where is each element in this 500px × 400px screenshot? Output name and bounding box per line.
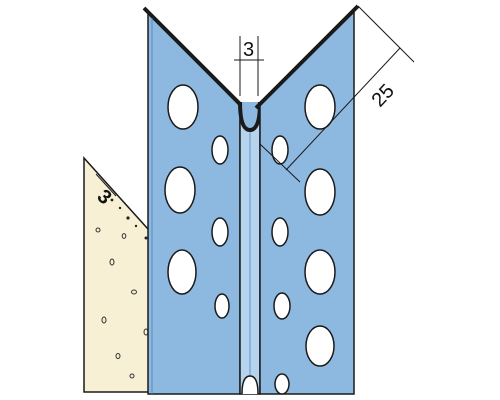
hole [167, 249, 197, 295]
left-flange-top-edge [142, 6, 246, 110]
hole [271, 217, 289, 247]
profile-right-flange [254, 4, 360, 395]
left-flange-panel [147, 10, 241, 395]
profile-center-rib [238, 101, 262, 395]
gap-dimension-label: 3 [243, 39, 254, 61]
hole [164, 166, 196, 214]
hole [274, 373, 290, 395]
hole [305, 325, 335, 367]
gap-dimension [234, 36, 264, 96]
hole [167, 84, 199, 130]
hole [304, 84, 336, 130]
hole [214, 293, 230, 319]
right-flange-top-edge [254, 4, 360, 110]
hole [211, 217, 229, 247]
left-flange-holes [164, 84, 230, 319]
flange-dimension-ext-top [357, 5, 415, 63]
hole [304, 168, 336, 216]
flange-dimension-line [285, 47, 401, 171]
plaster-thickness-leader [95, 173, 117, 197]
flange-dimension-label: 25 [368, 80, 399, 111]
hole [273, 292, 291, 320]
hole [211, 135, 229, 165]
flange-dimension [259, 5, 415, 183]
flange-dimension-ext-bottom [259, 143, 301, 183]
right-flange-holes [271, 84, 336, 395]
hole [304, 249, 336, 295]
profile-left-flange [142, 6, 246, 395]
center-rib-top-curve [238, 101, 262, 133]
rib-bottom-notch [241, 375, 259, 395]
hole [271, 135, 289, 165]
